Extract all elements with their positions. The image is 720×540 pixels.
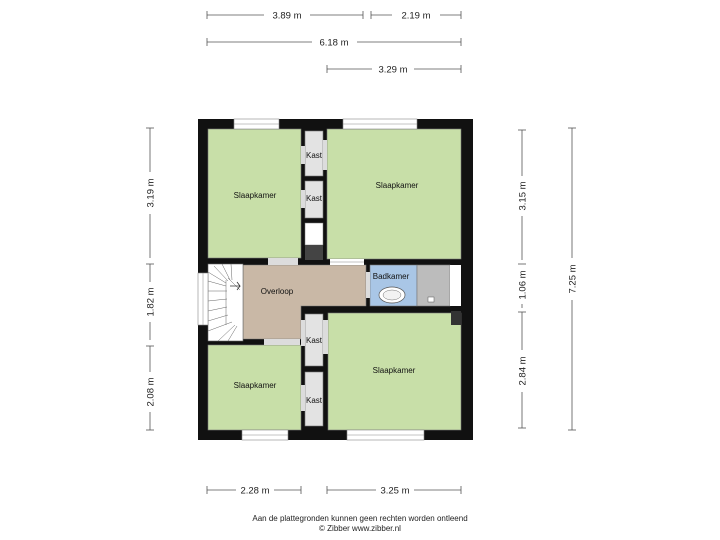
bathtub-inner-icon	[382, 289, 402, 301]
stairs-area	[207, 263, 244, 342]
bedroom-bottom-left-floor	[207, 344, 302, 431]
label-bathroom: Badkamer	[373, 272, 410, 281]
label-bedroom-bottom-left: Slaapkamer	[234, 381, 277, 390]
copyright-text: © Zibber www.zibber.nl	[319, 524, 401, 533]
dim-left-top: 3.19 m	[146, 178, 157, 207]
bedroom-bottom-right-floor	[327, 312, 462, 431]
dim-right-bottom: 2.84 m	[518, 356, 529, 385]
bedroom-top-left-floor	[207, 128, 302, 259]
label-closet-2: Kast	[306, 194, 323, 203]
dim-top-total: 6.18 m	[319, 38, 348, 49]
dim-top-sub: 3.29 m	[378, 65, 407, 76]
bathroom-side-opening	[450, 265, 461, 306]
dim-left-mid: 1.82 m	[146, 287, 157, 316]
dim-top-right: 2.19 m	[401, 11, 430, 22]
bedroom-top-right-floor	[326, 128, 462, 260]
dim-top-left: 3.89 m	[272, 11, 301, 22]
dim-bottom-right: 3.25 m	[380, 486, 409, 497]
dim-right-total: 7.25 m	[568, 264, 579, 293]
label-closet-3: Kast	[306, 336, 323, 345]
dim-bottom-left: 2.28 m	[240, 486, 269, 497]
label-landing: Overloop	[261, 287, 294, 296]
doors	[264, 140, 370, 411]
chimney-block	[451, 311, 461, 325]
label-bedroom-top-left: Slaapkamer	[234, 191, 277, 200]
dim-right-top: 3.15 m	[518, 181, 529, 210]
label-closet-4: Kast	[306, 396, 323, 405]
hall-nook-floor	[304, 222, 324, 246]
toilet-icon	[427, 296, 435, 303]
dim-left-bottom: 2.08 m	[146, 377, 157, 406]
stairs-arrow-icon	[230, 281, 241, 291]
label-bedroom-bottom-right: Slaapkamer	[373, 366, 416, 375]
label-bedroom-top-right: Slaapkamer	[376, 181, 419, 190]
disclaimer-text: Aan de plattegronden kunnen geen rechten…	[252, 514, 468, 523]
label-closet-1: Kast	[306, 151, 323, 160]
window-lines	[202, 123, 424, 436]
duct-block	[305, 245, 323, 260]
dim-right-mid: 1.06 m	[518, 270, 529, 299]
dimension-lines	[146, 11, 576, 494]
